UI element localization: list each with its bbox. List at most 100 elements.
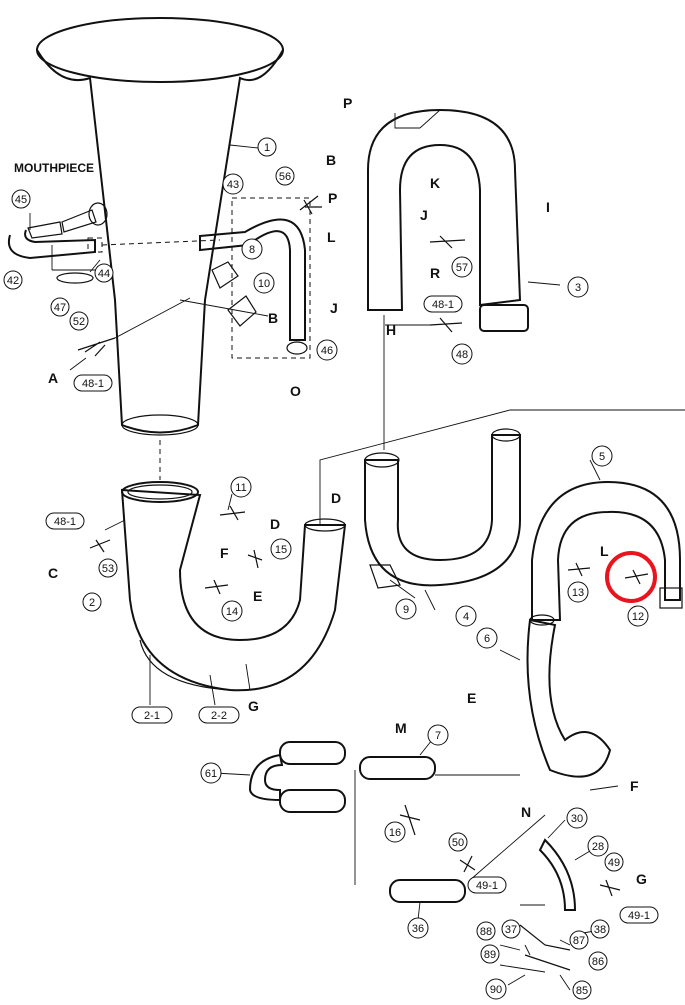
callout-37: 37	[501, 919, 521, 939]
s-tube-part-6	[526, 614, 612, 778]
marker-J2: J	[330, 300, 338, 316]
callout-45: 45	[11, 189, 31, 209]
marker-L2: L	[600, 543, 609, 559]
callout-3: 3	[567, 276, 589, 298]
marker-L: L	[327, 229, 336, 245]
marker-M: M	[395, 720, 407, 736]
bell-part-1	[36, 17, 284, 436]
oval-49-1-mid: 49-1	[467, 876, 507, 894]
callout-85: 85	[572, 980, 592, 1000]
svg-text:89: 89	[484, 949, 496, 961]
callout-5: 5	[591, 445, 613, 467]
marker-F2: F	[630, 778, 639, 794]
marker-R: R	[430, 265, 440, 281]
callout-9: 9	[395, 598, 417, 620]
callout-11: 11	[230, 476, 252, 498]
marker-C: C	[48, 565, 58, 581]
bow-part-4	[319, 409, 685, 587]
crook-part-43	[179, 197, 311, 359]
svg-text:45: 45	[15, 194, 27, 206]
callout-61: 61	[200, 762, 222, 784]
marker-H: H	[386, 322, 396, 338]
marker-B2: B	[268, 310, 278, 326]
callout-38: 38	[590, 919, 610, 939]
marker-J: J	[420, 207, 428, 223]
marker-G2: G	[636, 871, 647, 887]
svg-text:38: 38	[594, 924, 606, 936]
svg-text:57: 57	[456, 262, 468, 274]
oval-2-1: 2-1	[131, 706, 173, 724]
callout-52: 52	[69, 311, 89, 331]
callout-1: 1	[257, 137, 277, 157]
svg-text:15: 15	[275, 544, 287, 556]
svg-text:44: 44	[98, 268, 110, 280]
svg-text:1: 1	[264, 142, 270, 154]
bow-part-5	[531, 480, 683, 621]
marker-P2: P	[328, 190, 337, 206]
svg-text:43: 43	[227, 179, 239, 191]
callout-16: 16	[384, 821, 406, 843]
svg-text:88: 88	[480, 926, 492, 938]
callout-13: 13	[567, 581, 589, 603]
svg-text:28: 28	[592, 841, 604, 853]
callout-14: 14	[221, 600, 243, 622]
callout-43: 43	[222, 173, 244, 195]
callout-86: 86	[588, 951, 608, 971]
callout-90: 90	[485, 978, 507, 1000]
callout-6: 6	[476, 627, 498, 649]
svg-text:3: 3	[575, 282, 581, 294]
marker-D2: D	[331, 490, 341, 506]
svg-text:36: 36	[412, 923, 424, 935]
callouts: 1 2 3 4 5 6 7 8 9 10 11 12 13 14 15 16 2…	[3, 137, 649, 1000]
svg-text:48-1: 48-1	[54, 516, 76, 528]
svg-text:6: 6	[484, 633, 490, 645]
callout-28: 28	[587, 835, 609, 857]
callout-48: 48	[451, 343, 473, 365]
svg-text:16: 16	[389, 827, 401, 839]
svg-text:49: 49	[608, 857, 620, 869]
marker-I: I	[546, 199, 550, 215]
svg-text:87: 87	[573, 935, 585, 947]
callout-50: 50	[448, 832, 468, 852]
svg-text:2-2: 2-2	[211, 710, 227, 722]
callout-88: 88	[476, 921, 496, 941]
marker-P: P	[343, 95, 352, 111]
svg-text:48: 48	[456, 349, 468, 361]
oval-48-1-mid: 48-1	[45, 512, 85, 530]
callout-89: 89	[480, 944, 500, 964]
callout-42: 42	[3, 270, 23, 290]
svg-text:47: 47	[54, 302, 66, 314]
svg-text:86: 86	[592, 956, 604, 968]
marker-K: K	[430, 175, 440, 191]
oval-49-1-right: 49-1	[619, 906, 659, 924]
letter-markers: P B K J L I R P J B H O A C D F E G D L …	[48, 95, 647, 887]
callout-57: 57	[451, 256, 473, 278]
svg-text:46: 46	[321, 345, 333, 357]
callout-12: 12	[627, 605, 649, 627]
callout-2: 2	[82, 592, 102, 612]
upper-bow-part-3	[367, 108, 529, 450]
mouthpiece-assembly	[8, 202, 221, 371]
svg-text:90: 90	[490, 984, 502, 996]
svg-text:13: 13	[572, 587, 584, 599]
oval-48-1-left: 48-1	[73, 374, 113, 392]
svg-text:49-1: 49-1	[476, 880, 498, 892]
marker-E2: E	[467, 690, 476, 706]
marker-N: N	[521, 804, 531, 820]
marker-G: G	[248, 698, 259, 714]
callout-36: 36	[407, 917, 429, 939]
marker-A: A	[48, 370, 58, 386]
svg-text:42: 42	[7, 275, 19, 287]
leader-lines	[89, 259, 619, 991]
bottom-bow-part-2	[120, 481, 401, 692]
callout-10: 10	[253, 272, 275, 294]
svg-text:53: 53	[102, 563, 114, 575]
svg-text:85: 85	[576, 985, 588, 997]
callout-15: 15	[270, 538, 292, 560]
callout-8: 8	[241, 238, 263, 260]
highlight-circle	[605, 551, 657, 603]
svg-text:30: 30	[571, 813, 583, 825]
oval-callouts: 48-1 48-1 48-1 49-1 49-1 2-1 2-2	[45, 295, 659, 924]
svg-text:2-1: 2-1	[144, 710, 160, 722]
